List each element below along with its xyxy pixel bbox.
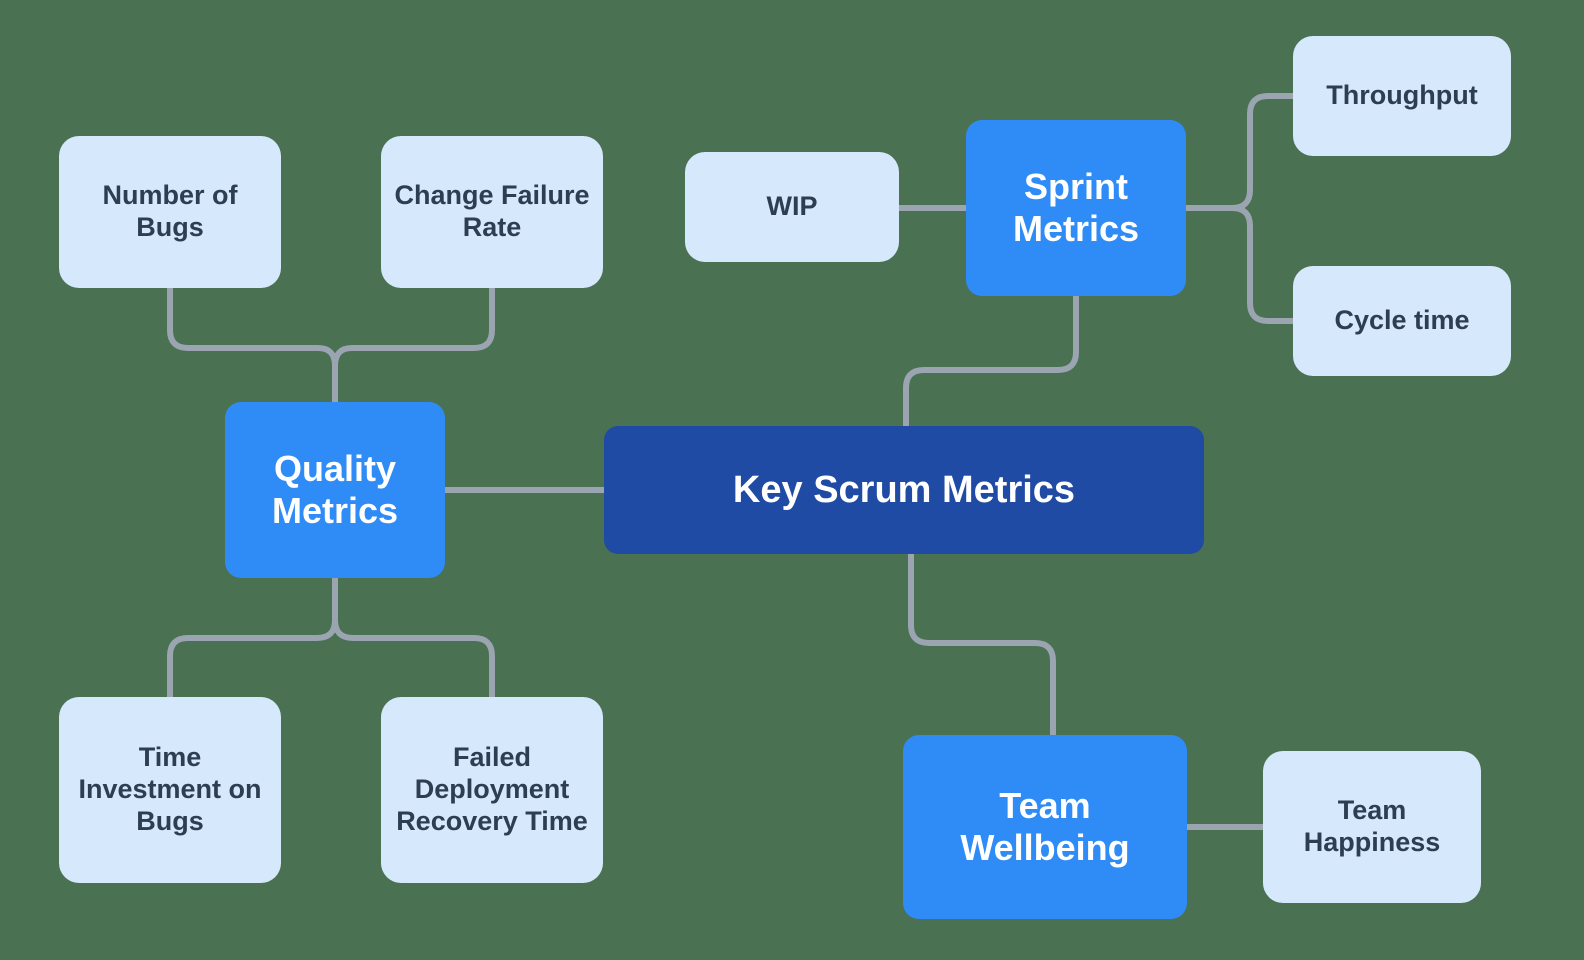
node-label-sprint-metrics: Sprint Metrics xyxy=(1012,165,1140,249)
node-label-cycle-time: Cycle time xyxy=(1334,305,1470,336)
node-number-of-bugs[interactable]: Number of Bugs xyxy=(59,136,281,288)
node-team-happiness[interactable]: Team Happiness xyxy=(1263,751,1481,903)
node-label-team-happiness: Team Happiness xyxy=(1303,795,1441,857)
node-wip[interactable]: WIP xyxy=(685,152,899,262)
edge-numberofbugs-qualitymetrics xyxy=(167,285,338,405)
edge-sprintmetrics-throughput xyxy=(1183,93,1296,211)
node-team-wellbeing[interactable]: Team Wellbeing xyxy=(903,735,1187,919)
node-label-failed-deployment-recovery-time: Failed Deployment Recovery Time xyxy=(396,742,588,836)
node-label-time-investment-on-bugs: Time Investment on Bugs xyxy=(78,742,262,836)
node-label-throughput: Throughput xyxy=(1326,80,1478,111)
node-quality-metrics[interactable]: Quality Metrics xyxy=(225,402,445,578)
node-throughput[interactable]: Throughput xyxy=(1293,36,1511,156)
node-label-key-scrum-metrics: Key Scrum Metrics xyxy=(732,468,1076,511)
edge-root-sprintmetrics xyxy=(903,293,1079,429)
edge-qualitymetrics-timeinvestmentonbugs xyxy=(167,575,338,700)
node-time-investment-on-bugs[interactable]: Time Investment on Bugs xyxy=(59,697,281,883)
node-key-scrum-metrics[interactable]: Key Scrum Metrics xyxy=(604,426,1204,554)
node-label-quality-metrics: Quality Metrics xyxy=(271,447,399,531)
edge-root-teamwellbeing xyxy=(908,551,1056,738)
edge-qualitymetrics-faileddeploymentrecoverytime xyxy=(332,575,495,700)
node-label-team-wellbeing: Team Wellbeing xyxy=(960,784,1130,868)
node-sprint-metrics[interactable]: Sprint Metrics xyxy=(966,120,1186,296)
edge-changefailurerate-qualitymetrics xyxy=(332,285,495,405)
node-failed-deployment-recovery-time[interactable]: Failed Deployment Recovery Time xyxy=(381,697,603,883)
node-label-wip: WIP xyxy=(766,191,818,222)
node-cycle-time[interactable]: Cycle time xyxy=(1293,266,1511,376)
node-label-number-of-bugs: Number of Bugs xyxy=(102,180,238,242)
node-change-failure-rate[interactable]: Change Failure Rate xyxy=(381,136,603,288)
node-label-change-failure-rate: Change Failure Rate xyxy=(394,180,590,242)
edge-sprintmetrics-cycletime xyxy=(1183,205,1296,324)
